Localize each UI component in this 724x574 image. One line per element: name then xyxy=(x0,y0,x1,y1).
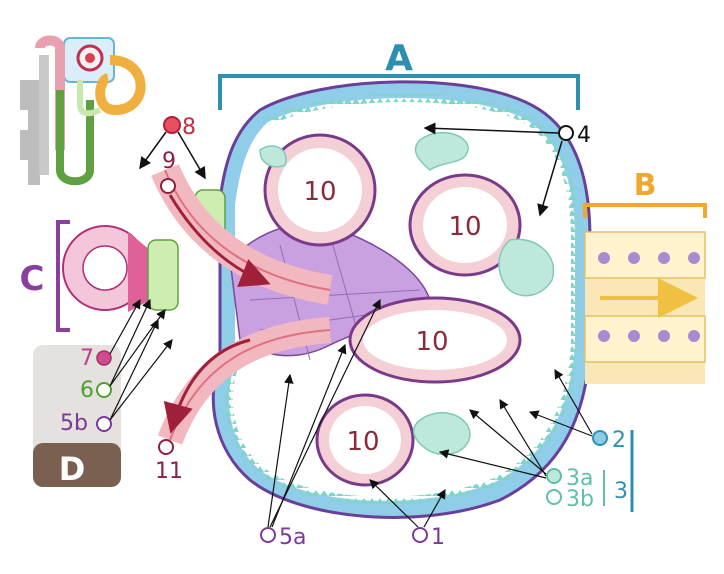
svg-text:3b: 3b xyxy=(566,487,594,512)
callout-11: 11 xyxy=(155,440,183,484)
callout-9: 9 xyxy=(161,149,176,193)
svg-text:4: 4 xyxy=(577,123,591,148)
svg-text:5a: 5a xyxy=(279,525,306,550)
svg-text:8: 8 xyxy=(182,115,196,140)
capillary-loop-4: 10 xyxy=(317,395,413,485)
svg-text:9: 9 xyxy=(162,149,176,174)
svg-text:3: 3 xyxy=(614,479,628,504)
bracket-c: C xyxy=(20,222,70,330)
capillary-label-4: 10 xyxy=(346,427,379,457)
proximal-tubule xyxy=(585,232,705,384)
svg-text:2: 2 xyxy=(612,428,626,453)
svg-text:1: 1 xyxy=(431,525,445,550)
capillary-label-2: 10 xyxy=(448,212,481,242)
svg-text:7: 7 xyxy=(80,346,94,371)
nephron-thumbnail-icon xyxy=(20,38,141,185)
macula-densa xyxy=(63,226,150,312)
label-d: D xyxy=(59,450,86,488)
svg-text:6: 6 xyxy=(80,378,94,403)
label-a: A xyxy=(385,38,413,79)
label-c: C xyxy=(20,259,45,299)
svg-text:11: 11 xyxy=(155,459,183,484)
bracket-b: B xyxy=(585,168,705,218)
svg-text:5b: 5b xyxy=(60,411,88,436)
capillary-label-1: 10 xyxy=(303,177,336,207)
capillary-label-3: 10 xyxy=(415,327,448,357)
label-b: B xyxy=(634,168,657,203)
